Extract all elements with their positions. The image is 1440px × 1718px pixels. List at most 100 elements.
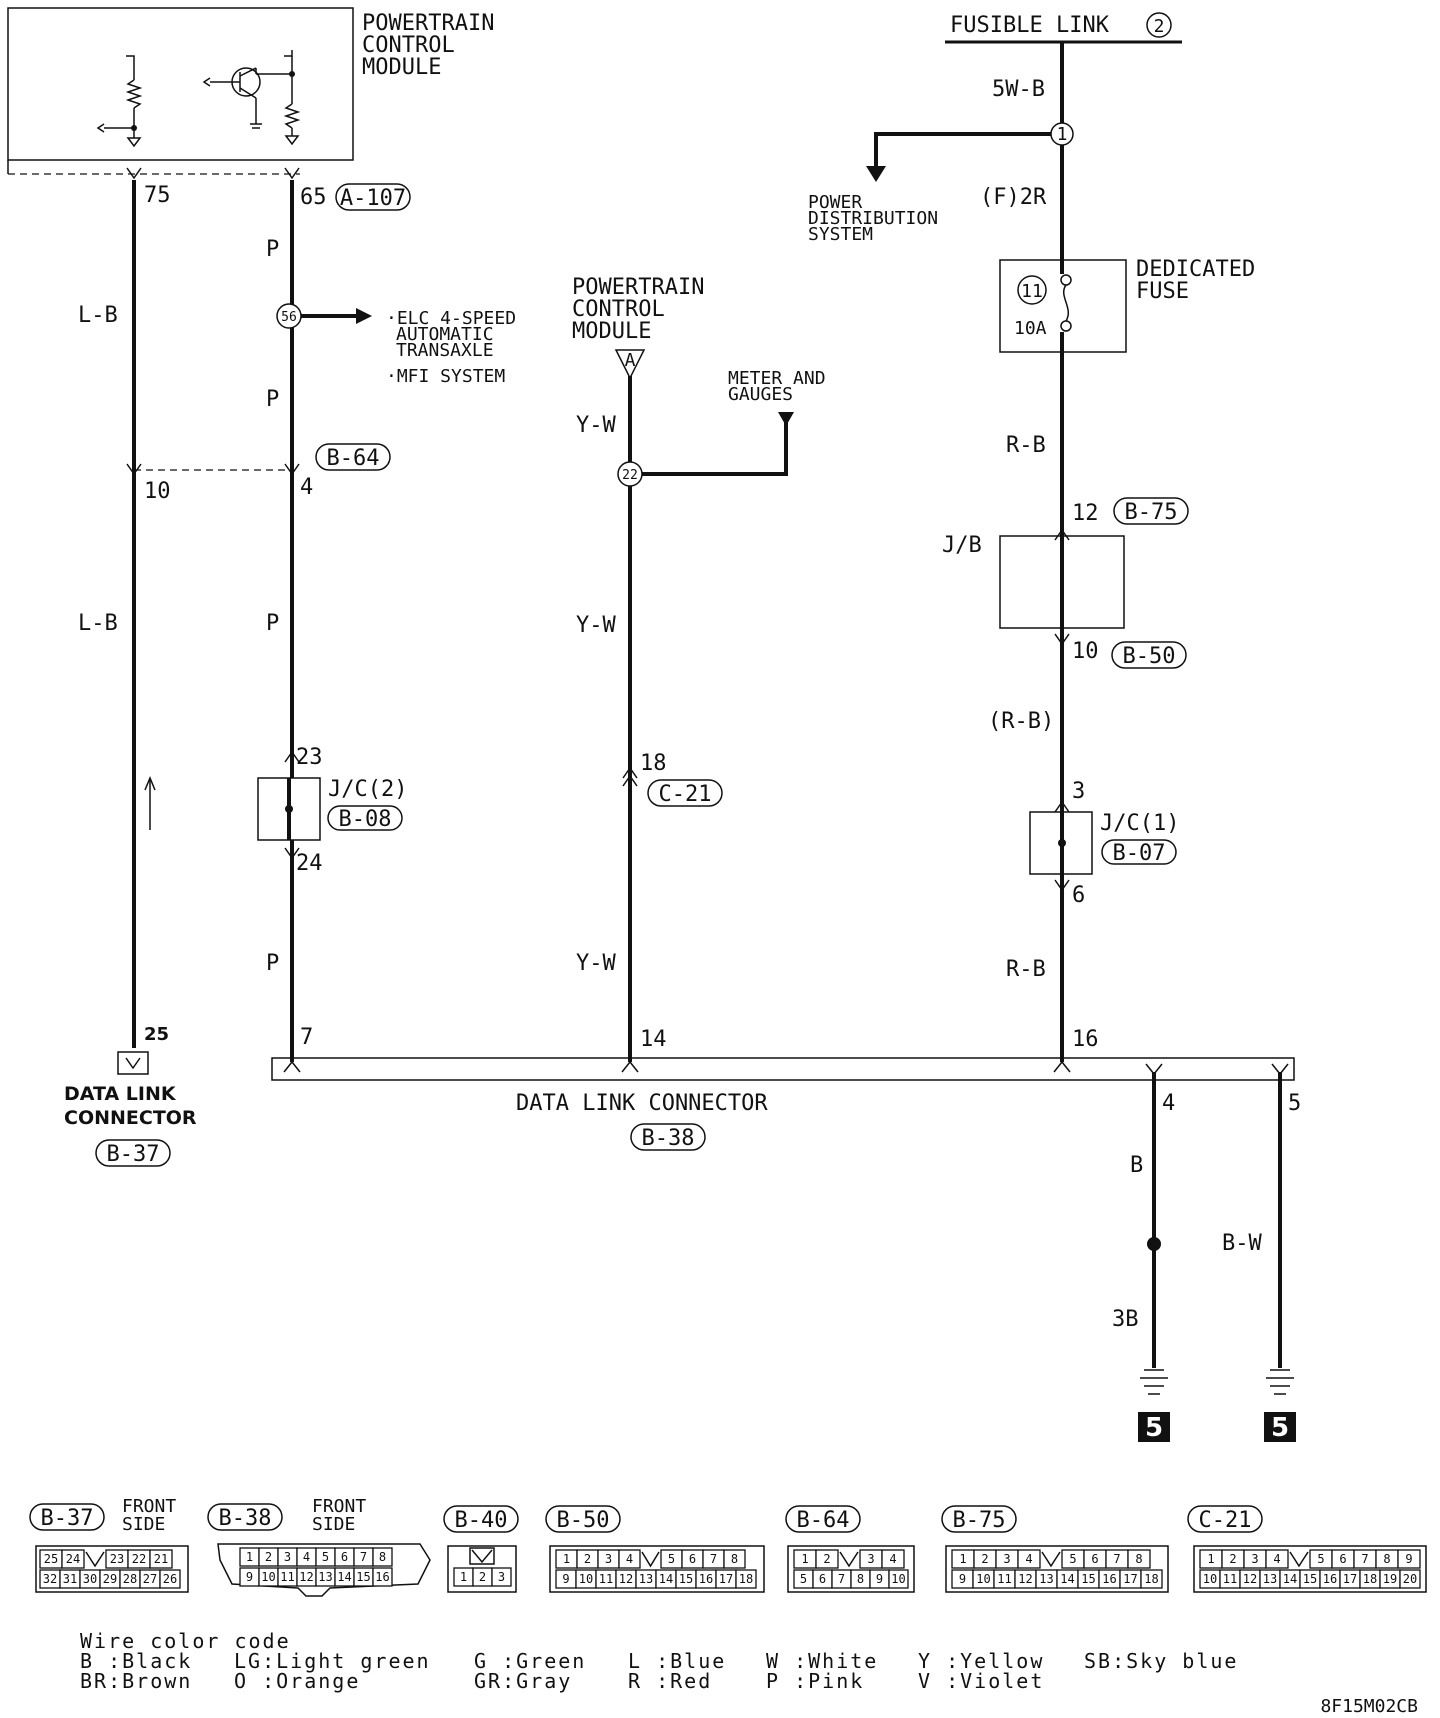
cv-b38-side-2: SIDE bbox=[312, 1514, 355, 1535]
connector-b37: B-37 bbox=[107, 1142, 160, 1167]
connector-pin-number: 18 bbox=[1144, 1572, 1158, 1586]
connector-pin-number: 8 bbox=[857, 1572, 864, 1586]
connector-pin-number: 7 bbox=[1361, 1552, 1368, 1566]
pcm2-line-3: MODULE bbox=[572, 319, 651, 344]
wire-r-b-3: R-B bbox=[1006, 957, 1046, 982]
meter-line-1: METER AND bbox=[728, 368, 826, 389]
connector-cell bbox=[149, 1549, 173, 1569]
cv-c21-label: C-21 bbox=[1199, 1508, 1252, 1533]
connector-pin-number: 1 bbox=[1207, 1552, 1214, 1566]
connector-pin-number: 4 bbox=[889, 1552, 896, 1566]
connector-pin-number: 3 bbox=[1003, 1552, 1010, 1566]
connector-cell bbox=[618, 1549, 641, 1569]
connector-pin-number: 6 bbox=[1091, 1552, 1098, 1566]
connector-pin-number: 15 bbox=[1081, 1572, 1095, 1586]
wire-3b: 3B bbox=[1112, 1307, 1139, 1332]
legend-title: Wire color code bbox=[80, 1629, 291, 1653]
wire-color-legend: Wire color code B :Black BR:Brown LG:Lig… bbox=[80, 1629, 1236, 1693]
connector-pin-number: 6 bbox=[341, 1550, 348, 1564]
cv-b50-label: B-50 bbox=[557, 1508, 610, 1533]
connector-cell bbox=[815, 1549, 839, 1569]
connector-cell bbox=[1265, 1549, 1289, 1569]
fusible-link-label: FUSIBLE LINK bbox=[950, 13, 1110, 38]
connector-pin-number: 14 bbox=[1283, 1572, 1297, 1586]
connector-pin-number: 4 bbox=[626, 1552, 633, 1566]
connector-b75: B-75 bbox=[1125, 500, 1178, 525]
legend-w: W :White bbox=[766, 1649, 878, 1673]
connector-pin-number: 7 bbox=[360, 1550, 367, 1564]
connector-pin-number: 7 bbox=[838, 1572, 845, 1586]
connector-pin-number: 16 bbox=[1102, 1572, 1116, 1586]
pin-25: 25 bbox=[144, 1024, 169, 1045]
jb-label: J/B bbox=[942, 533, 982, 558]
connector-pin-number: 18 bbox=[739, 1572, 753, 1586]
connector-pin-number: 11 bbox=[599, 1572, 613, 1586]
direction-arrow bbox=[144, 776, 156, 830]
connector-pin-number: 18 bbox=[1363, 1572, 1377, 1586]
connector-pin-number: 25 bbox=[44, 1552, 58, 1566]
wire-b-w: B-W bbox=[1222, 1231, 1262, 1256]
cv-b75-label: B-75 bbox=[953, 1508, 1006, 1533]
jc2-label: J/C(2) bbox=[328, 777, 407, 802]
legend-p: P :Pink bbox=[766, 1669, 864, 1693]
connector-b07: B-07 bbox=[1113, 841, 1166, 866]
wire-p-4: P bbox=[266, 951, 279, 976]
connector-pin-number: 9 bbox=[876, 1572, 883, 1586]
connector-a107: A-107 bbox=[340, 186, 406, 211]
wire-p-3: P bbox=[266, 611, 279, 636]
connector-cell bbox=[491, 1567, 512, 1587]
connector-pin-number: 16 bbox=[699, 1572, 713, 1586]
branch-notes: ·ELC 4-SPEED AUTOMATIC TRANSAXLE ·MFI SY… bbox=[386, 192, 938, 405]
connector-cell bbox=[372, 1547, 393, 1567]
connector-pin-number: 10 bbox=[976, 1572, 990, 1586]
connector-pin-number: 11 bbox=[1223, 1572, 1237, 1586]
legend-o: O :Orange bbox=[234, 1669, 360, 1693]
data-link-connector-left: DATA LINK CONNECTOR B-37 bbox=[64, 1051, 197, 1167]
wire-5w-b: 5W-B bbox=[992, 77, 1045, 102]
wire-y-w-1: Y-W bbox=[576, 413, 616, 438]
ground-number-1: 5 bbox=[1145, 1413, 1163, 1443]
connector-pin-number: 1 bbox=[959, 1552, 966, 1566]
connector-b64: B-64 bbox=[327, 446, 380, 471]
connector-cell bbox=[1127, 1549, 1151, 1569]
connector-pin-number: 5 bbox=[1317, 1552, 1324, 1566]
connector-cell bbox=[881, 1549, 905, 1569]
connector-pin-number: 16 bbox=[1323, 1572, 1337, 1586]
pin-65: 65 bbox=[300, 185, 327, 210]
connector-pills: A-107 B-64 C-21 B-75 B-50 bbox=[315, 183, 1189, 807]
pcm-module-second: POWERTRAIN CONTROL MODULE A bbox=[572, 275, 704, 380]
elc-line-3: TRANSAXLE bbox=[396, 340, 494, 361]
pin-4-ground: 4 bbox=[1162, 1091, 1175, 1116]
legend-g: G :Green bbox=[474, 1649, 586, 1673]
connector-b50: B-50 bbox=[1123, 644, 1176, 669]
wire-l-b-2: L-B bbox=[78, 611, 118, 636]
connector-pin-number: 7 bbox=[1113, 1552, 1120, 1566]
pin-12: 12 bbox=[1072, 501, 1099, 526]
connector-pin-number: 8 bbox=[379, 1550, 386, 1564]
connector-pin-number: 3 bbox=[1251, 1552, 1258, 1566]
legend-gr: GR:Gray bbox=[474, 1669, 572, 1693]
pin-16: 16 bbox=[1072, 1027, 1099, 1052]
joint-connector-2: J/C(2) B-08 bbox=[257, 777, 407, 841]
connector-pin-number: 29 bbox=[103, 1572, 117, 1586]
legend-v: V :Violet bbox=[918, 1669, 1044, 1693]
splice-22-label: 22 bbox=[622, 468, 638, 483]
connector-cell bbox=[1397, 1549, 1421, 1569]
connector-pin-number: 12 bbox=[619, 1572, 633, 1586]
dedicated-fuse: 11 10A DEDICATED FUSE bbox=[999, 257, 1255, 353]
wire-b: B bbox=[1130, 1153, 1143, 1178]
connector-b38: B-38 bbox=[642, 1126, 695, 1151]
connector-pin-number: 9 bbox=[562, 1572, 569, 1586]
connector-pin-number: 11 bbox=[997, 1572, 1011, 1586]
wire-f2r: (F)2R bbox=[980, 185, 1047, 210]
connector-pin-number: 2 bbox=[981, 1552, 988, 1566]
connector-cell bbox=[723, 1549, 746, 1569]
connector-pin-number: 22 bbox=[132, 1552, 146, 1566]
pin-10-jb: 10 bbox=[1072, 639, 1099, 664]
legend-y: Y :Yellow bbox=[918, 1649, 1044, 1673]
connector-pin-number: 4 bbox=[303, 1550, 310, 1564]
pcm-top-title-2: CONTROL bbox=[362, 33, 455, 58]
connector-pin-number: 21 bbox=[154, 1552, 168, 1566]
pin-numbers: 75 65 10 4 23 24 25 7 14 18 16 12 10 3 6… bbox=[144, 183, 1301, 1116]
